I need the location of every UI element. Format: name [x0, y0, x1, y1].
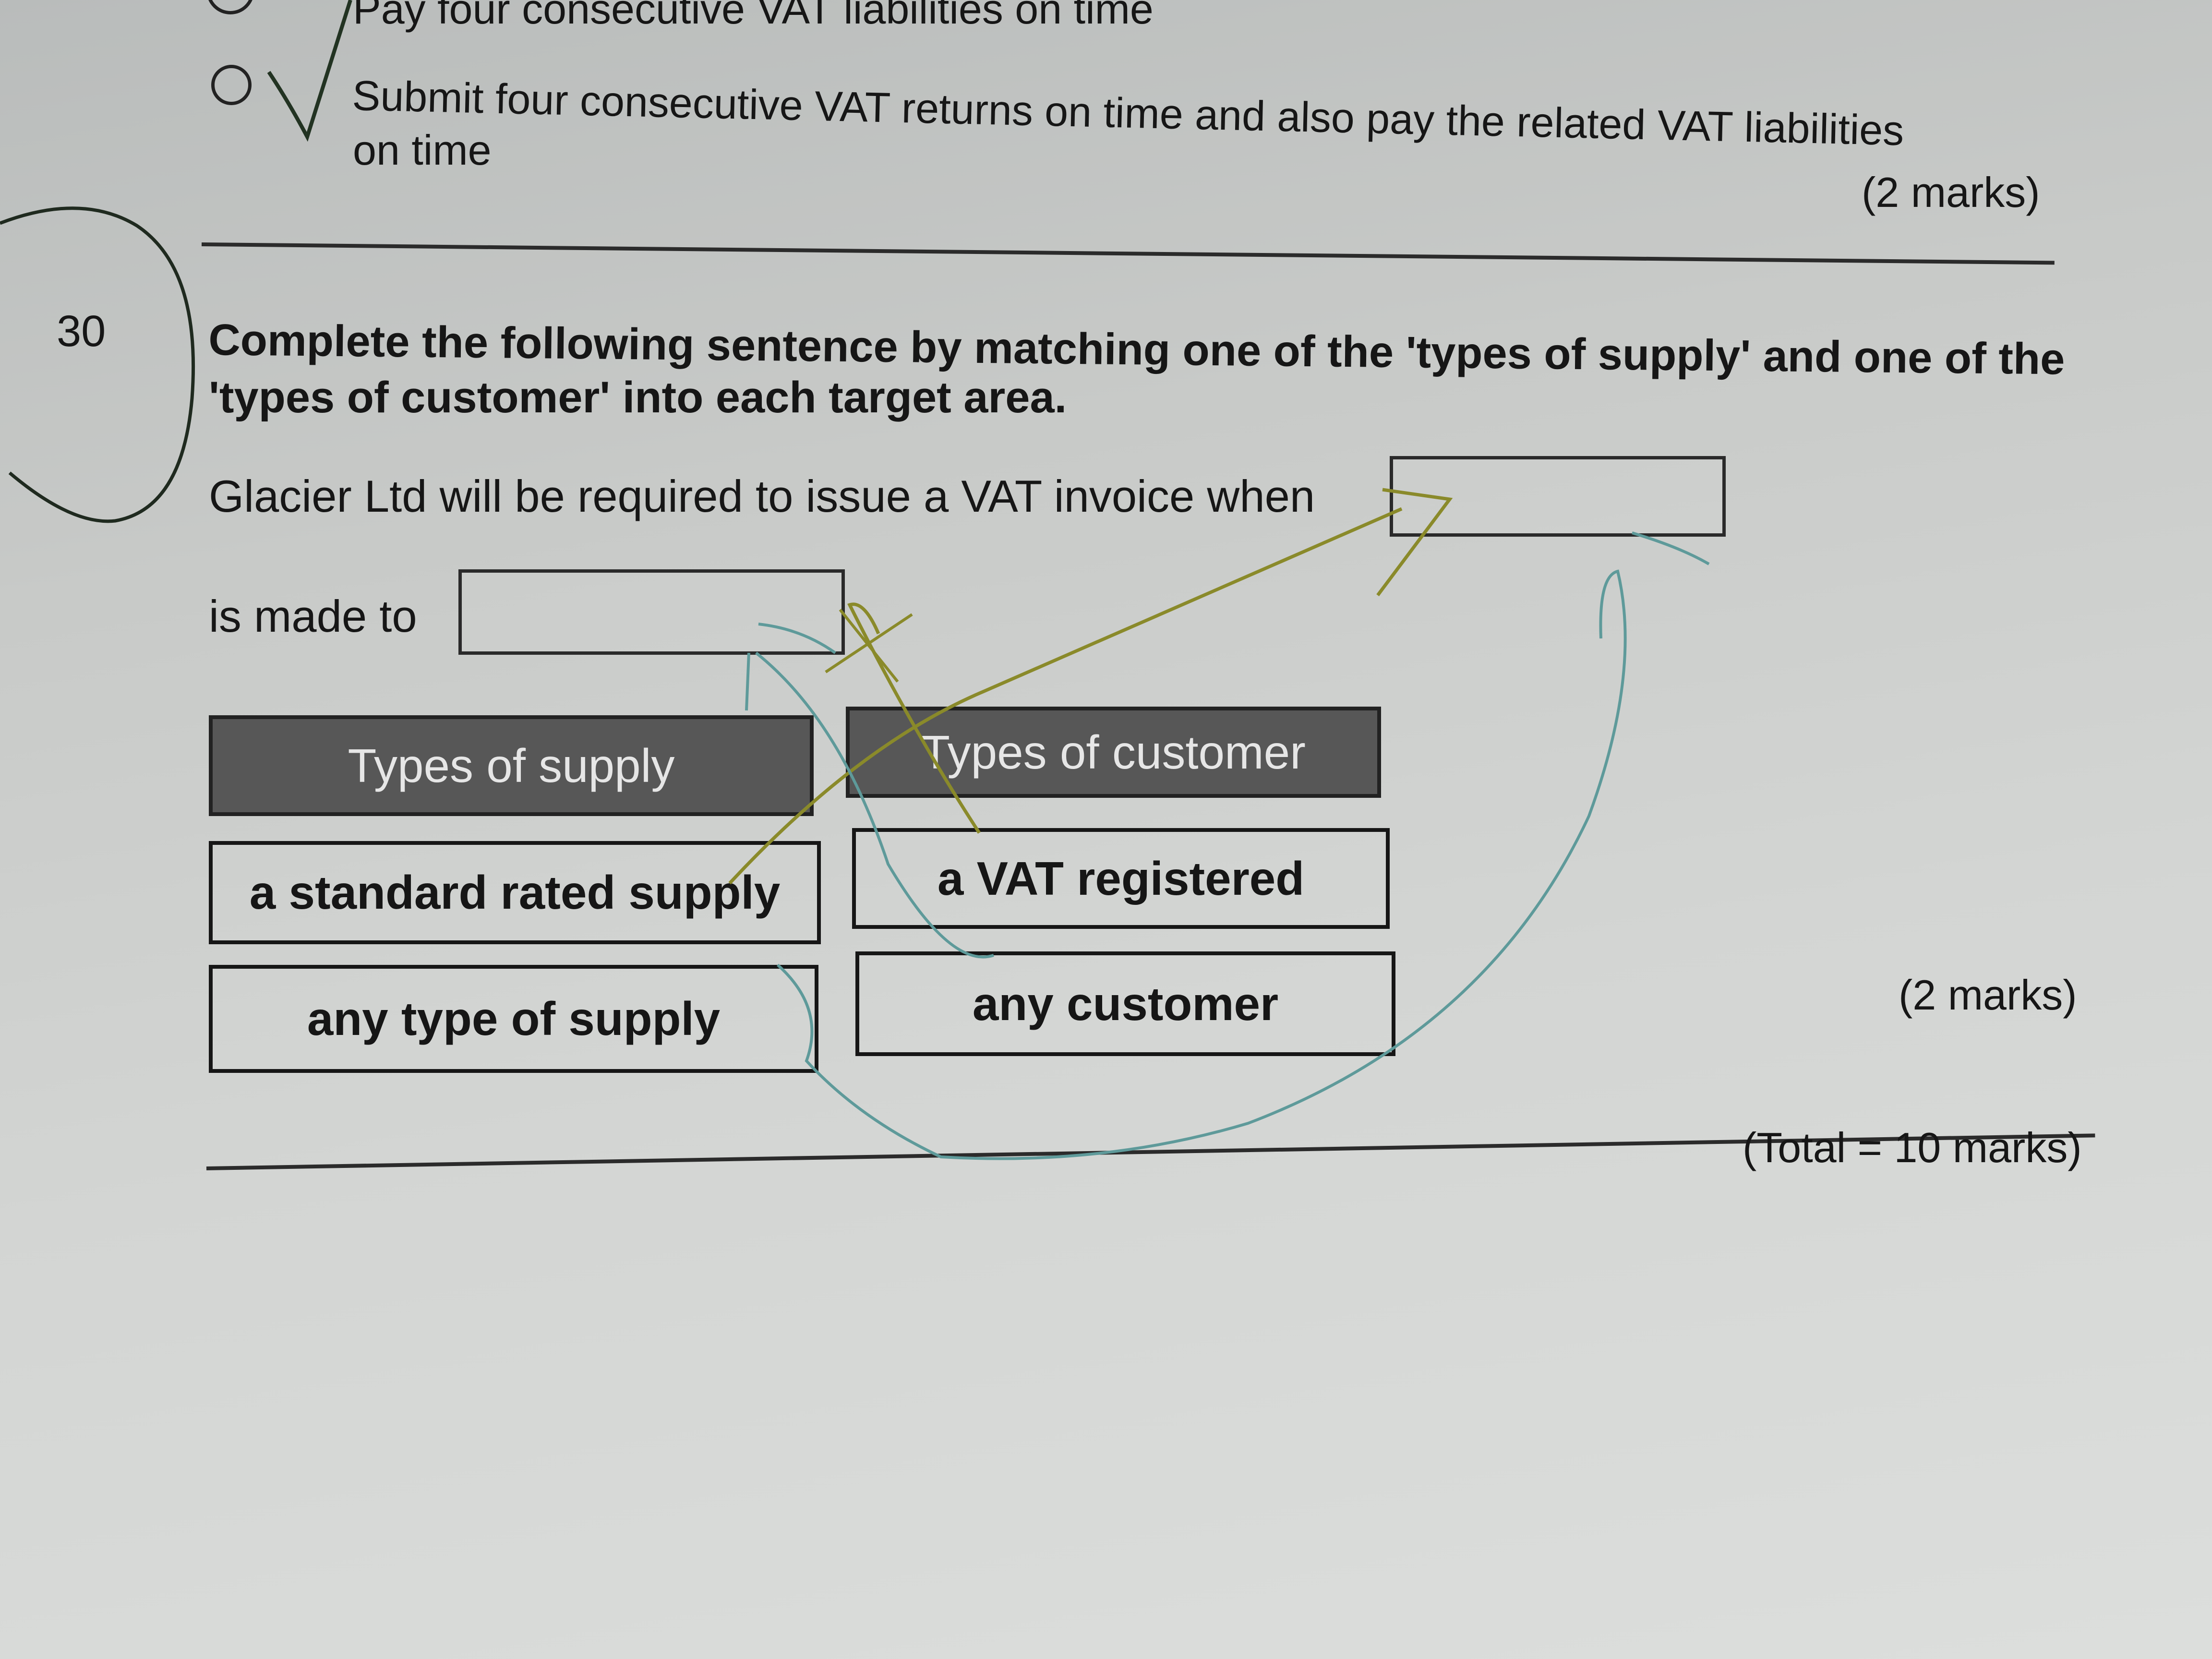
option-vat-registered[interactable]: a VAT registered	[852, 828, 1390, 929]
target-area-customer[interactable]	[458, 569, 845, 655]
radio-button-submit-returns[interactable]	[211, 65, 252, 105]
total-marks: (Total = 10 marks)	[1743, 1124, 2082, 1171]
sentence-part1: Glacier Ltd will be required to issue a …	[209, 471, 1315, 521]
question-number: 30	[57, 307, 106, 356]
pen-x-mark	[825, 609, 913, 683]
pen-arrow-olive	[1376, 488, 1453, 597]
question-instruction-line2: 'types of customer' into each target are…	[209, 373, 1067, 422]
pen-line-teal-2	[776, 569, 1627, 1160]
option-any-type-of-supply[interactable]: any type of supply	[209, 965, 818, 1073]
pen-line-teal-3	[1632, 531, 1710, 565]
question-marks: (2 marks)	[1899, 971, 2077, 1019]
pen-line-olive-2	[847, 602, 981, 834]
previous-marks: (2 marks)	[1862, 168, 2040, 216]
option-text-line2: on time	[353, 126, 492, 174]
types-of-customer-header: Types of customer	[846, 707, 1381, 798]
pen-circle-question	[0, 206, 195, 523]
previous-option-text: Pay four consecutive VAT liabilities on …	[353, 0, 1154, 33]
option-any-customer[interactable]: any customer	[855, 951, 1395, 1056]
sentence-part2: is made to	[209, 591, 417, 641]
option-standard-rated-supply[interactable]: a standard rated supply	[209, 841, 821, 944]
target-area-supply[interactable]	[1390, 456, 1726, 537]
pen-line-olive-1	[728, 507, 1403, 885]
types-of-supply-header: Types of supply	[209, 715, 814, 816]
pen-line-teal-1	[745, 623, 994, 959]
pen-check-mark	[267, 0, 352, 142]
